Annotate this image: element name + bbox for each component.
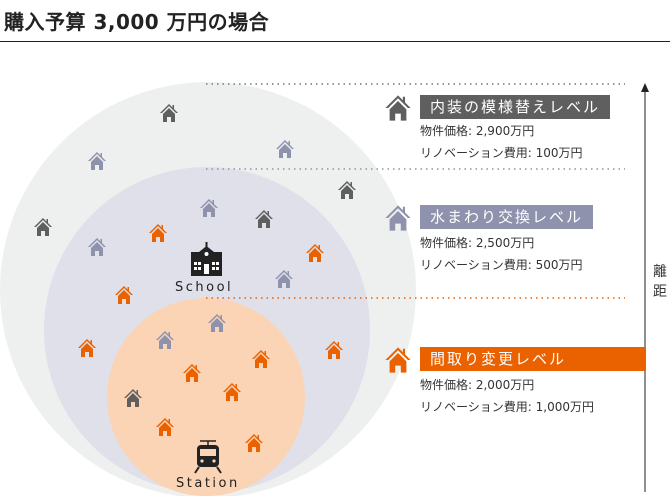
level-badge: 間取り変更レベル — [420, 347, 646, 371]
house-icon — [382, 204, 414, 232]
price-text: 物件価格: 2,500万円 — [420, 236, 535, 250]
station-label: Station — [176, 476, 240, 491]
renovation-text: リノベーション費用: 1,000万円 — [420, 400, 594, 414]
level-badge: 水まわり交換レベル — [420, 205, 594, 229]
renovation-text: リノベーション費用: 100万円 — [420, 146, 583, 160]
house-icon — [382, 346, 414, 374]
price-text: 物件価格: 2,900万円 — [420, 124, 535, 138]
renovation-text: リノベーション費用: 500万円 — [420, 258, 583, 272]
school-label: School — [175, 280, 233, 295]
distance-label: 離距 — [653, 264, 667, 300]
page-title: 購入予算 3,000 万円の場合 — [4, 10, 270, 34]
house-icon — [382, 94, 414, 122]
train-icon — [194, 440, 222, 474]
arrow-head-icon — [641, 83, 649, 92]
school-icon — [191, 242, 222, 276]
level-badge: 内装の模様替えレベル — [420, 95, 611, 119]
title-divider — [0, 41, 670, 42]
price-text: 物件価格: 2,000万円 — [420, 378, 535, 392]
